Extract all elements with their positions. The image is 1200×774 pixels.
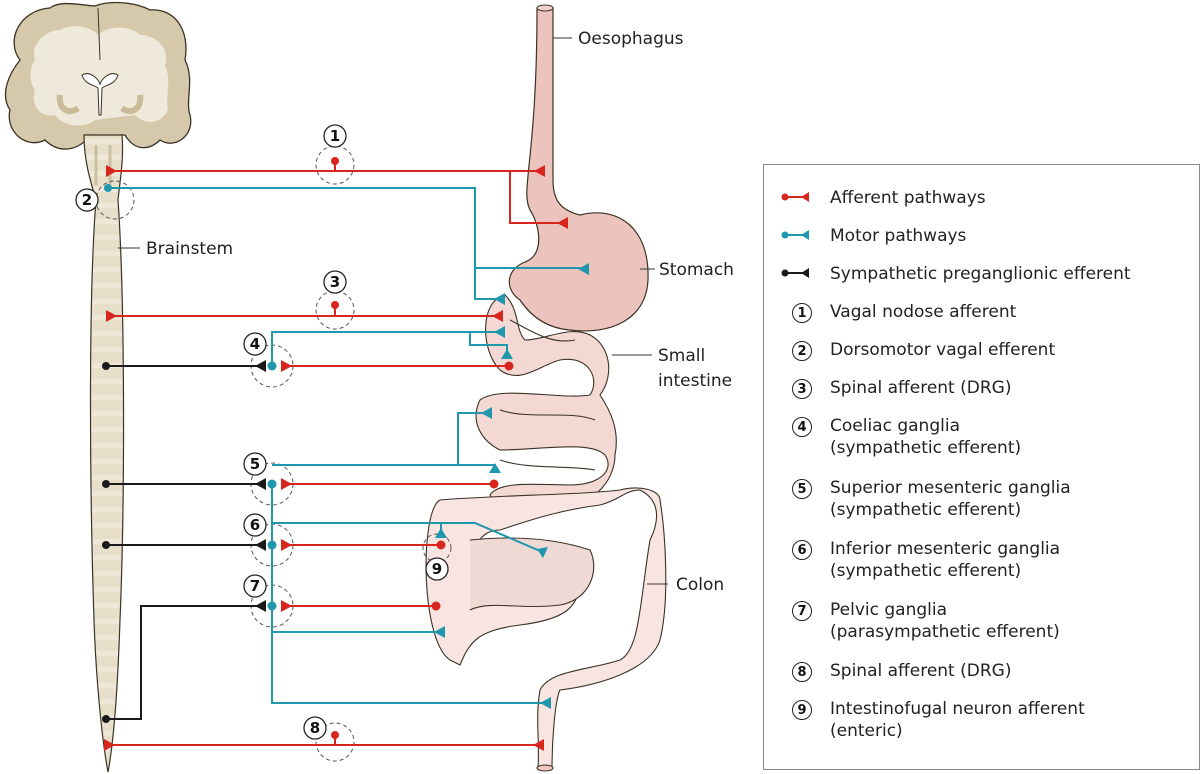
marker-6: 6 <box>243 513 267 537</box>
legend-motor: Motor pathways <box>764 225 966 247</box>
sympathetic-pathways <box>106 365 262 720</box>
svg-text:4: 4 <box>250 335 260 353</box>
afferent-terminals <box>104 157 568 751</box>
brain-illustration <box>4 1 192 150</box>
motor-terminals <box>104 184 589 709</box>
marker-3: 3 <box>323 270 347 294</box>
number-badge: 7 <box>792 601 812 621</box>
svg-text:5: 5 <box>250 455 260 473</box>
legend-item-1: 1 Vagal nodose afferent <box>764 301 1016 323</box>
marker-9: 9 <box>425 557 449 581</box>
legend-item-8: 8 Spinal afferent (DRG) <box>764 660 1011 682</box>
label-colon: Colon <box>676 575 724 595</box>
svg-text:7: 7 <box>250 577 260 595</box>
svg-text:9: 9 <box>432 560 442 578</box>
afferent-pathway-icon <box>781 192 809 202</box>
number-markers: 1 2 3 4 5 6 7 8 9 <box>75 124 449 740</box>
legend-item-3: 3 Spinal afferent (DRG) <box>764 377 1011 399</box>
stomach-illustration <box>508 4 649 332</box>
label-small-intestine-1: Small <box>658 346 705 366</box>
marker-4: 4 <box>243 332 267 356</box>
legend-sympathetic: Sympathetic preganglionic efferent <box>764 263 1131 285</box>
svg-text:6: 6 <box>250 516 260 534</box>
motor-pathway-icon <box>781 230 809 240</box>
legend-item-7: 7 Pelvic ganglia(parasympathetic efferen… <box>764 599 1060 643</box>
afferent-pathways <box>108 162 560 746</box>
legend-item-2: 2 Dorsomotor vagal efferent <box>764 339 1055 361</box>
legend-afferent: Afferent pathways <box>764 187 986 209</box>
sympathetic-pathway-icon <box>781 268 809 278</box>
number-badge: 6 <box>792 540 812 560</box>
label-stomach: Stomach <box>659 260 734 280</box>
svg-text:3: 3 <box>330 273 340 291</box>
colon-illustration <box>425 487 667 772</box>
marker-5: 5 <box>243 452 267 476</box>
legend: Afferent pathways Motor pathways Sympath… <box>763 164 1200 770</box>
svg-text:8: 8 <box>310 719 320 737</box>
label-oesophagus: Oesophagus <box>578 29 684 49</box>
number-badge: 5 <box>792 479 812 499</box>
legend-item-9: 9 Intestinofugal neuron afferent(enteric… <box>764 698 1085 742</box>
sympathetic-terminals <box>102 360 266 723</box>
svg-text:2: 2 <box>82 191 92 209</box>
small-intestine-illustration <box>475 294 617 507</box>
marker-1: 1 <box>323 124 347 148</box>
legend-item-4: 4 Coeliac ganglia(sympathetic efferent) <box>764 415 1021 459</box>
svg-text:1: 1 <box>330 127 340 145</box>
marker-7: 7 <box>243 574 267 598</box>
legend-item-5: 5 Superior mesenteric ganglia(sympatheti… <box>764 477 1071 521</box>
number-badge: 4 <box>792 417 812 437</box>
number-badge: 1 <box>792 303 812 323</box>
marker-8: 8 <box>303 716 327 740</box>
spinal-cord-illustration <box>83 134 125 773</box>
legend-item-6: 6 Inferior mesenteric ganglia(sympatheti… <box>764 538 1060 582</box>
number-badge: 2 <box>792 341 812 361</box>
number-badge: 9 <box>792 700 812 720</box>
label-brainstem: Brainstem <box>146 239 233 259</box>
label-small-intestine-2: intestine <box>658 371 732 391</box>
marker-2: 2 <box>75 188 99 212</box>
anatomy-labels <box>118 37 668 585</box>
number-badge: 3 <box>792 379 812 399</box>
number-badge: 8 <box>792 662 812 682</box>
